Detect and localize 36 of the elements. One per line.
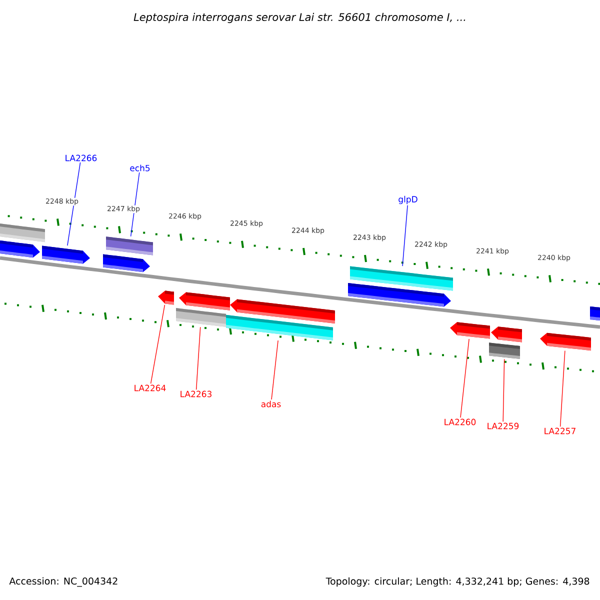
gene-block [179,292,230,310]
gene-block [491,326,522,342]
leader-line [196,326,201,390]
gene-block [158,290,174,305]
gene-label: LA2260 [444,418,476,426]
leader-line [460,338,470,418]
gene-bar [489,342,520,360]
gene-label: ech5 [130,164,150,172]
gene-bar [226,314,333,340]
gene-bar [176,308,226,327]
gene-block [348,283,451,307]
genome-info-text: Topology: circular; Length: 4,332,241 bp; Genes: 4,398 [326,577,590,587]
gene-label: LA2259 [488,422,519,430]
leader-line [150,304,166,384]
gene-label: adas [261,400,281,408]
gene-label: LA2266 [66,154,97,162]
gene-bar [106,236,153,256]
gene-block [450,322,490,339]
leader-line [502,358,505,422]
leader-line [402,204,408,266]
leader-line [130,172,140,237]
gene-block [103,254,150,272]
leader-line [560,350,566,427]
leader-line [67,162,81,246]
accession-text: Accession: NC_004342 [9,577,118,587]
gene-bar [0,224,45,242]
gene-label: glpD [398,196,418,204]
gene-label: LA2257 [544,428,576,434]
gene-label: LA2264 [134,384,166,392]
leader-line [271,340,278,400]
gene-block [0,240,40,258]
gene-block [540,332,591,351]
gene-label: LA2263 [180,390,212,398]
map-title: Leptospira interrogans serovar Lai str. 56601 chromosome I, ... [134,12,466,24]
gene-block [42,246,90,264]
gene-bar [590,306,600,320]
